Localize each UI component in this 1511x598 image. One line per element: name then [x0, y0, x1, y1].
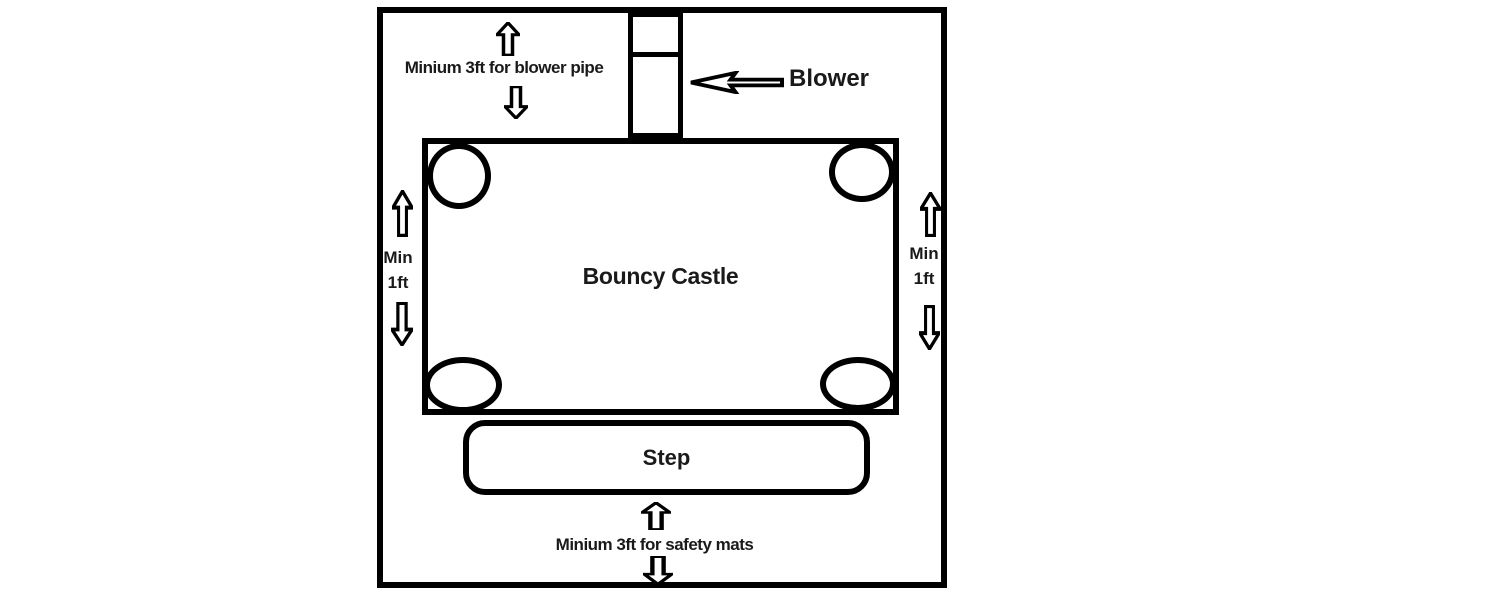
up-arrow-icon: [392, 190, 413, 237]
down-arrow-icon: [391, 302, 413, 346]
right-clearance-label: Min 1ft: [901, 241, 947, 291]
site-boundary-rect: [377, 7, 947, 588]
blower-pipe-rect: [628, 12, 683, 138]
right-clearance-line1: Min: [909, 244, 939, 263]
blower-label: Blower: [789, 65, 870, 92]
bouncy-castle-rect: [422, 138, 899, 415]
left-clearance-line2: 1ft: [387, 273, 409, 292]
anchor-circle-top-left: [427, 143, 491, 209]
bottom-clearance-label: Minium 3ft for safety mats: [555, 535, 754, 554]
step-rect: Step: [463, 420, 870, 495]
anchor-circle-bottom-left: [424, 357, 502, 413]
left-arrow-icon: [690, 71, 784, 94]
right-clearance-line2: 1ft: [913, 269, 935, 288]
down-arrow-icon: [643, 556, 673, 585]
up-arrow-icon: [496, 22, 520, 56]
down-arrow-icon: [919, 305, 940, 350]
top-clearance-label: Minium 3ft for blower pipe: [404, 58, 604, 77]
anchor-circle-bottom-right: [820, 357, 896, 411]
up-arrow-icon: [920, 192, 941, 237]
up-arrow-icon: [641, 502, 671, 530]
anchor-circle-top-right: [829, 142, 895, 202]
step-label: Step: [642, 444, 691, 470]
down-arrow-icon: [504, 86, 528, 119]
bouncy-castle-label: Bouncy Castle: [582, 263, 739, 289]
left-clearance-label: Min 1ft: [374, 245, 422, 295]
blower-pipe-divider: [630, 52, 681, 57]
left-clearance-line1: Min: [383, 248, 413, 267]
